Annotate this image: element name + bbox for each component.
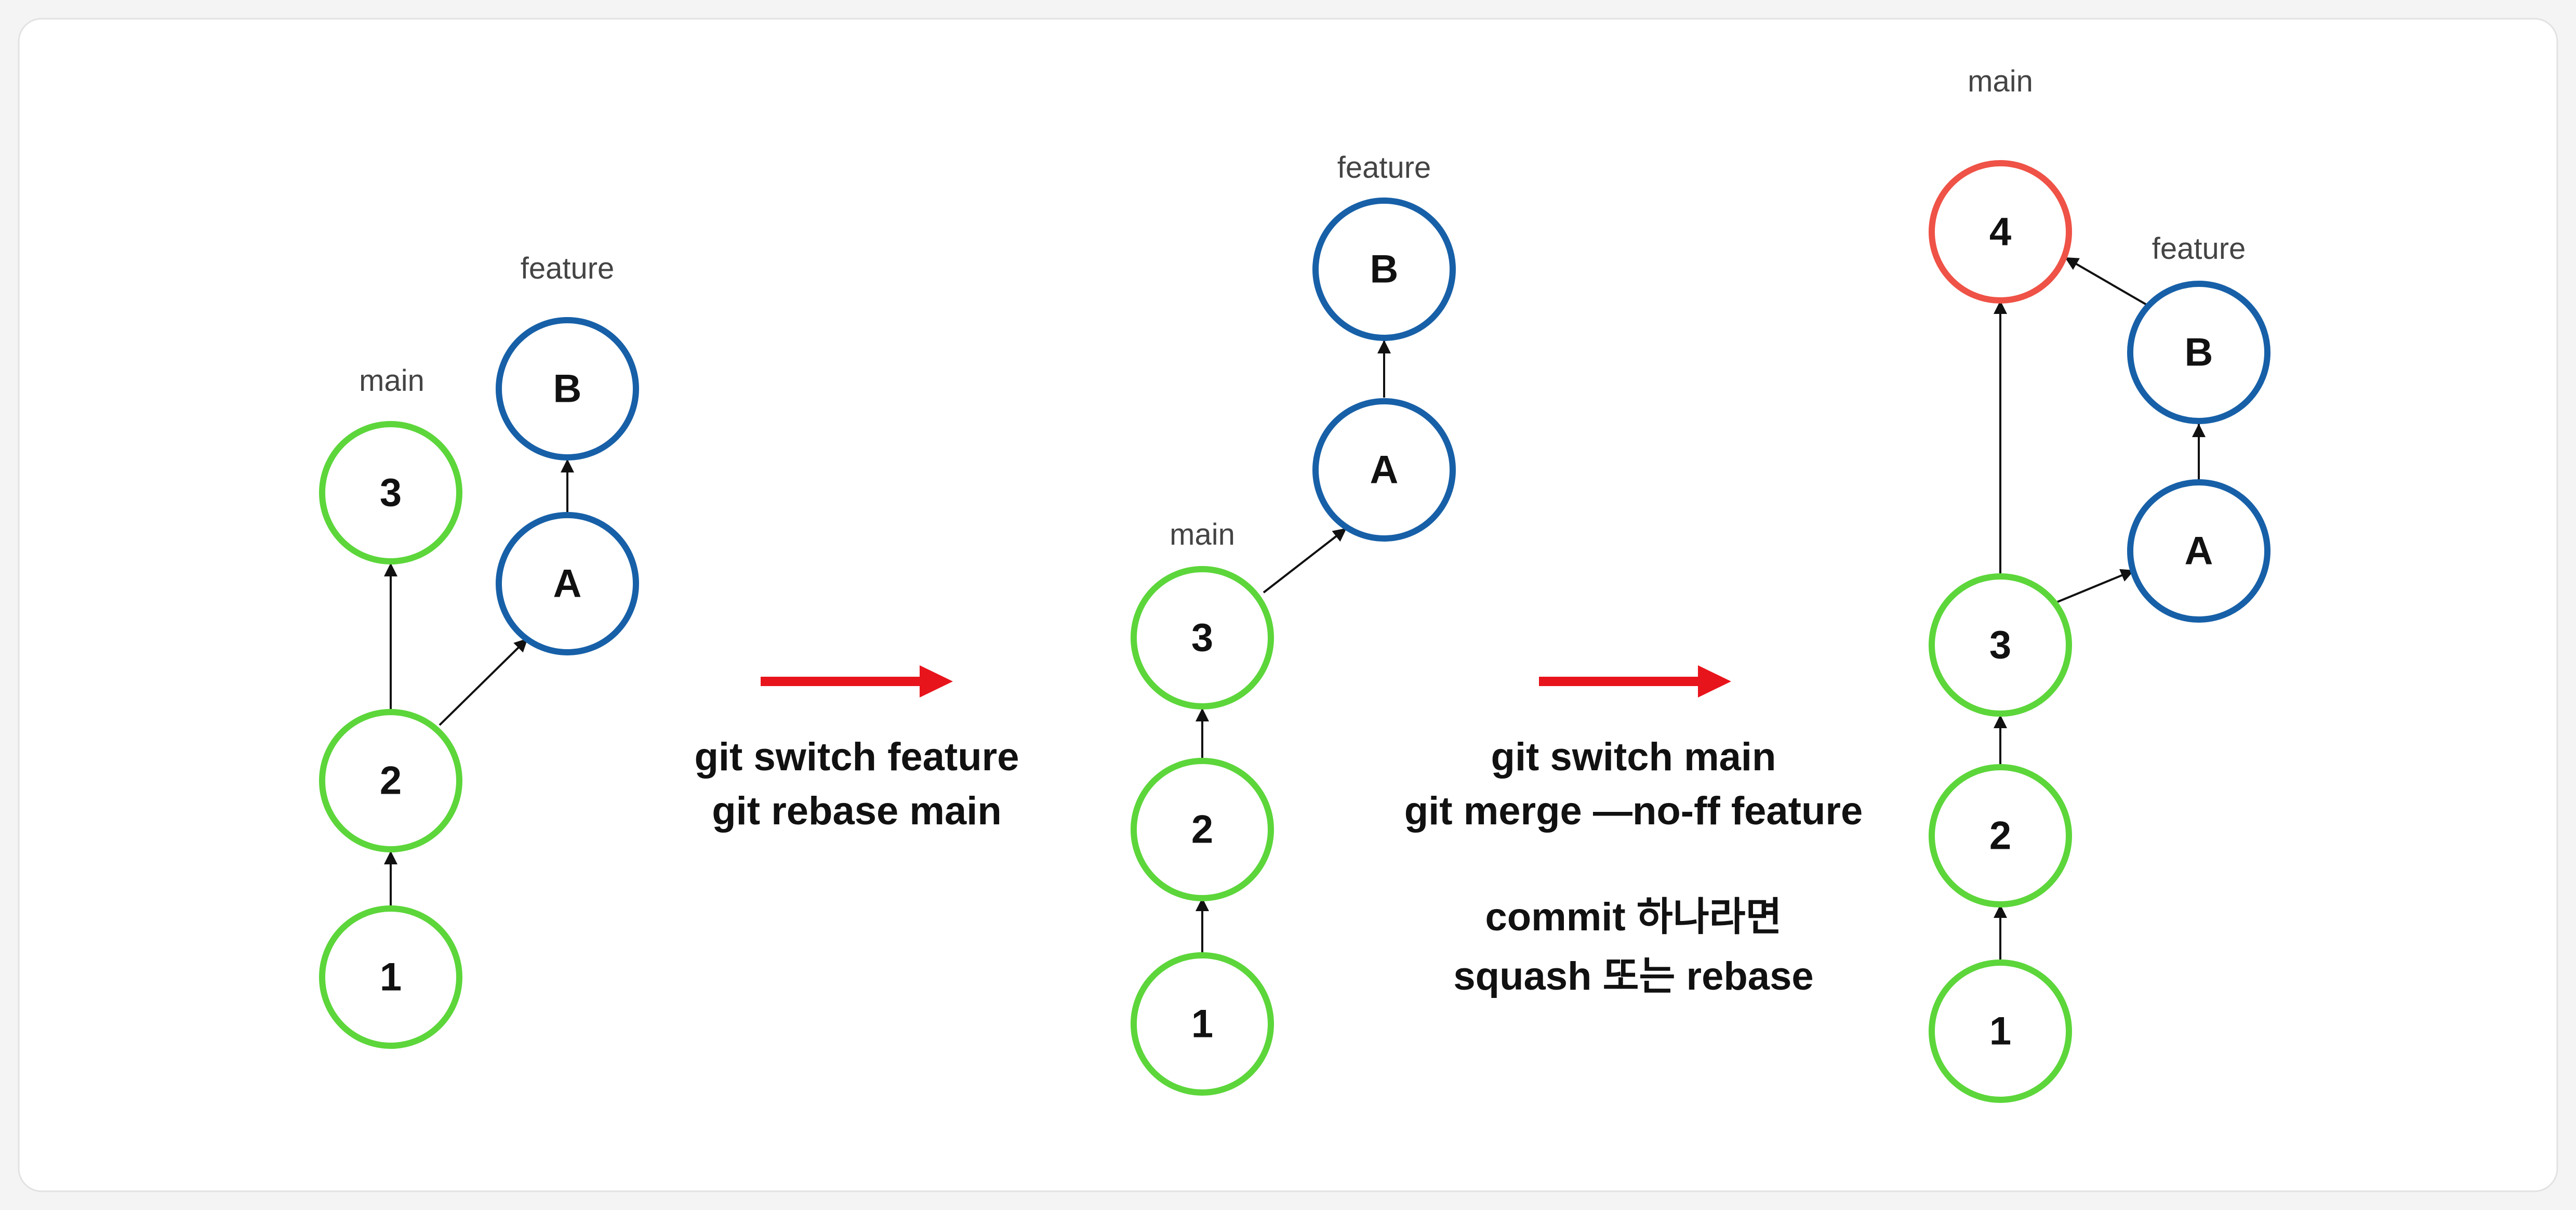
- note-single-commit: commit 하나라면: [1485, 895, 1782, 939]
- commit-label-A: A: [1370, 448, 1399, 492]
- commit-node-B: [1312, 198, 1456, 341]
- commit-label-B: B: [1370, 247, 1399, 292]
- commit-node-4: [1929, 160, 2072, 304]
- command-git-merge-no-ff: git merge —no-ff feature: [1404, 789, 1863, 833]
- commit-node-1: [1929, 959, 2072, 1103]
- right-arrow-icon: [1539, 665, 1731, 698]
- commit-label-3: 3: [1989, 623, 2011, 667]
- commit-node-3: [1131, 566, 1274, 709]
- branch-label-feature: feature: [2152, 232, 2246, 266]
- transition-merge: git switch main git merge —no-ff feature…: [1404, 665, 1863, 998]
- edge-B-to-4: [2064, 256, 2151, 308]
- commit-label-A: A: [553, 562, 582, 606]
- transition-rebase: git switch feature git rebase main: [695, 665, 1019, 833]
- branch-label-main: main: [1968, 64, 2033, 98]
- branch-label-main: main: [1170, 518, 1235, 551]
- commit-node-2: [1929, 764, 2072, 908]
- branch-label-main: main: [359, 364, 424, 398]
- commit-label-B: B: [2185, 331, 2213, 375]
- graph-after-merge: 1 2 3 4 A B main feature: [1929, 64, 2270, 1103]
- graph-before-rebase: 1 2 3 A B main feature: [319, 252, 639, 1049]
- branch-label-feature: feature: [521, 252, 615, 285]
- commit-node-3: [1929, 573, 2072, 717]
- commit-label-B: B: [553, 367, 582, 411]
- commit-label-2: 2: [1989, 814, 2011, 858]
- commit-node-B: [2127, 281, 2270, 424]
- commit-node-1: [1131, 952, 1274, 1096]
- commit-label-2: 2: [380, 759, 402, 803]
- commit-node-A: [1312, 398, 1456, 542]
- graph-after-rebase: 1 2 3 A B main feature: [1131, 151, 1456, 1096]
- commit-node-A: [496, 512, 639, 655]
- commit-label-1: 1: [380, 955, 402, 999]
- edge-2-to-A: [439, 637, 529, 726]
- commit-label-2: 2: [1191, 808, 1213, 852]
- diagram-card: [18, 18, 2558, 1192]
- commit-label-A: A: [2185, 529, 2213, 573]
- note-squash-or-rebase: squash 또는 rebase: [1453, 954, 1813, 998]
- command-git-rebase-main: git rebase main: [712, 789, 1002, 833]
- commit-node-2: [1131, 758, 1274, 901]
- edge-3-to-A: [1263, 527, 1348, 594]
- branch-label-feature: feature: [1337, 151, 1431, 185]
- commit-node-3: [319, 421, 462, 564]
- commit-label-4: 4: [1989, 210, 2011, 254]
- command-git-switch-main: git switch main: [1491, 735, 1776, 779]
- edge-3-to-A: [2057, 569, 2135, 603]
- right-arrow-icon: [761, 665, 953, 698]
- commit-node-1: [319, 905, 462, 1049]
- commit-node-2: [319, 709, 462, 852]
- commit-node-B: [496, 317, 639, 461]
- commit-label-3: 3: [1191, 616, 1213, 660]
- commit-label-1: 1: [1989, 1009, 2011, 1054]
- commit-node-A: [2127, 479, 2270, 623]
- command-git-switch-feature: git switch feature: [695, 735, 1019, 779]
- commit-label-3: 3: [380, 471, 402, 515]
- commit-label-1: 1: [1191, 1002, 1213, 1046]
